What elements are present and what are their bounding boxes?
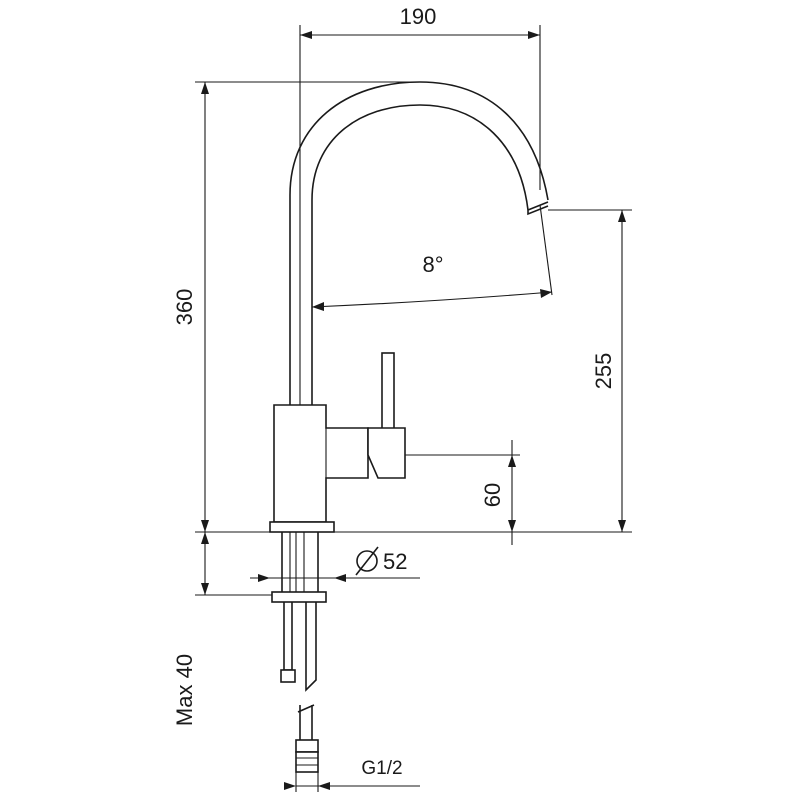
dimension-base-diameter: 52 [250, 546, 420, 582]
spout-outlet [527, 201, 549, 216]
spout-angle-label: 8° [422, 252, 443, 277]
lever-stem [381, 352, 395, 432]
hose-right-lower [305, 602, 317, 692]
hose-left-lower [283, 602, 293, 671]
dimension-max-thickness: Max 40 [172, 531, 272, 726]
dimension-lever-height: 60 [405, 440, 520, 545]
dimension-spout-angle: 8° [311, 204, 553, 311]
base-flange [269, 521, 335, 533]
mounting-washer [271, 591, 327, 603]
spout-outer-edge [289, 81, 549, 405]
faucet-outline [269, 81, 549, 773]
connection-tail [297, 704, 315, 740]
mixer-body [273, 404, 369, 523]
dimension-outlet-height: 255 [520, 209, 632, 533]
diameter-slash [355, 546, 379, 576]
connection-label: G1/2 [361, 758, 402, 779]
base-diameter-label: 52 [383, 549, 407, 574]
connection-nut [295, 739, 319, 753]
hose-left-fitting [280, 669, 296, 683]
lever-cartridge [367, 427, 406, 479]
spout-inner-edge [311, 104, 529, 405]
diameter-symbol [356, 550, 378, 572]
max-thickness-label: Max 40 [172, 654, 197, 726]
total-height-label: 360 [172, 289, 197, 326]
outlet-height-label: 255 [591, 353, 616, 390]
dimension-total-height: 360 [172, 81, 520, 533]
dimension-spout-reach: 190 [299, 4, 541, 405]
connection-thread [295, 751, 319, 773]
dimension-connection: G1/2 [284, 758, 420, 792]
spout-reach-label: 190 [400, 4, 437, 29]
lever-height-label: 60 [480, 483, 505, 507]
